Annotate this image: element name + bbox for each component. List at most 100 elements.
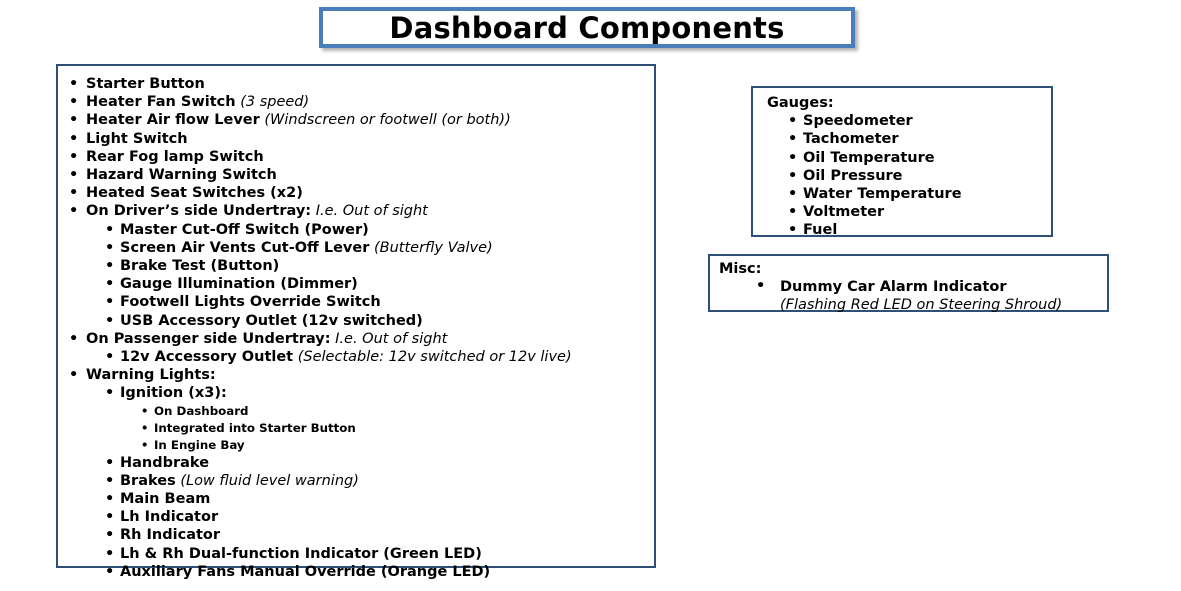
bullet-icon: •	[105, 385, 115, 402]
list-item: • In Engine Bay	[141, 437, 654, 454]
list-item: •12v Accessory Outlet (Selectable: 12v s…	[105, 348, 654, 366]
list-item-label: Brake Test (Button)	[120, 258, 280, 275]
list-item-text: Starter Button	[86, 75, 205, 93]
list-item-label: Oil Temperature	[803, 149, 935, 166]
list-item-text: Ignition (x3):	[120, 384, 227, 402]
list-item-note: (Low fluid level warning)	[175, 472, 359, 489]
list-item: •Rear Fog lamp Switch	[69, 148, 654, 166]
list-item-note: I.e. Out of sight	[311, 203, 428, 220]
list-item: • Lh & Rh Dual-function Indicator (Green …	[105, 545, 654, 563]
list-item-text: Lh Indicator	[120, 508, 218, 526]
bullet-icon: •	[105, 294, 115, 311]
list-item-text: Warning Lights:	[86, 366, 216, 384]
list-item: •Footwell Lights Override Switch	[105, 293, 654, 311]
bullet-icon: •	[105, 221, 115, 238]
bullet-icon: •	[141, 437, 149, 452]
misc-item-label: Dummy Car Alarm Indicator	[780, 279, 1007, 296]
list-item-label: Hazard Warning Switch	[86, 167, 277, 184]
list-item-text: Oil Temperature	[803, 149, 935, 167]
list-item: •Integrated into Starter Button	[141, 420, 654, 437]
list-item-label: USB Accessory Outlet (12v switched)	[120, 312, 423, 329]
list-item-label: Light Switch	[86, 130, 188, 147]
misc-item-note: (Flashing Red LED on Steering Shroud)	[780, 297, 1063, 314]
bullet-icon: •	[105, 239, 115, 256]
bullet-icon: •	[69, 185, 79, 202]
list-item: •Water Temperature	[788, 185, 1051, 203]
list-item: • Voltmeter	[788, 203, 1051, 221]
bullet-icon: •	[105, 527, 115, 544]
bullet-icon: •	[141, 420, 149, 435]
bullet-icon: •	[756, 278, 766, 295]
list-item-text: Main Beam	[120, 490, 210, 508]
list-item: • Heater Air flow Lever (Windscreen or fo…	[69, 111, 654, 129]
bullet-icon: •	[105, 349, 115, 366]
list-item-text: Light Switch	[86, 130, 188, 148]
list-item-label: Warning Lights:	[86, 367, 216, 384]
list-item: • Brake Test (Button)	[105, 257, 654, 275]
bullet-icon: •	[105, 545, 115, 562]
list-item-label: On Passenger side Undertray:	[86, 330, 331, 347]
list-item-note: (Butterfly Valve)	[369, 239, 493, 256]
list-item: • Ignition (x3):	[105, 384, 654, 402]
list-item-label: Voltmeter	[803, 204, 885, 221]
bullet-icon: •	[105, 472, 115, 489]
list-item: • On Passenger side Undertray: I.e. Out o…	[69, 330, 654, 348]
misc-panel: Misc: • Dummy Car Alarm Indicator (Flash…	[708, 254, 1109, 314]
list-item-text: Hazard Warning Switch	[86, 166, 277, 184]
list-item-label: Ignition (x3):	[120, 385, 227, 402]
bullet-icon: •	[788, 204, 798, 221]
list-item: •Oil Pressure	[788, 167, 1051, 185]
list-item-text: Brakes (Low fluid level warning)	[120, 472, 359, 490]
list-item: • Oil Temperature	[788, 149, 1051, 167]
list-item-text: In Engine Bay	[154, 437, 245, 454]
list-item: •Rh Indicator	[105, 526, 654, 544]
list-item: • Brakes (Low fluid level warning)	[105, 472, 654, 490]
list-item: • Hazard Warning Switch	[69, 166, 654, 184]
list-item-text: Lh & Rh Dual-function Indicator (Green L…	[120, 545, 482, 563]
list-item: • Heated Seat Switches (x2)	[69, 184, 654, 202]
list-item-label: Handbrake	[120, 454, 210, 471]
misc-heading: Misc:	[719, 261, 762, 277]
page-title-box: Dashboard Components	[319, 7, 855, 48]
list-item-text: Heater Fan Switch (3 speed)	[86, 93, 309, 111]
bullet-icon: •	[69, 130, 79, 147]
list-item-label: Lh & Rh Dual-function Indicator (Green L…	[120, 545, 482, 562]
bullet-icon: •	[69, 330, 79, 347]
bullet-icon: •	[69, 76, 79, 92]
bullet-icon: •	[105, 491, 115, 508]
list-item-label: On Driver’s side Undertray:	[86, 203, 312, 220]
bullet-icon: •	[105, 454, 115, 471]
list-item-label: Auxiliary Fans Manual Override (Orange L…	[120, 563, 491, 580]
list-item-text: Auxiliary Fans Manual Override (Orange L…	[120, 563, 490, 581]
list-item-text: Heater Air flow Lever (Windscreen or foo…	[86, 111, 511, 129]
list-item-label: On Dashboard	[154, 403, 249, 418]
list-item: •On Driver’s side Undertray: I.e. Out of…	[69, 202, 654, 220]
list-item-text: On Dashboard	[154, 403, 248, 420]
list-item-label: Lh Indicator	[120, 509, 219, 526]
list-item: •Warning Lights:	[69, 366, 654, 384]
bullet-icon: •	[105, 258, 115, 275]
list-item-label: Rear Fog lamp Switch	[86, 148, 264, 165]
list-item: • Starter Button	[69, 75, 654, 93]
bullet-icon: •	[788, 222, 798, 239]
bullet-icon: •	[788, 149, 798, 166]
list-item-text: Brake Test (Button)	[120, 257, 279, 275]
list-item-text: Water Temperature	[803, 185, 962, 203]
list-item: • Screen Air Vents Cut-Off Lever (Butterf…	[105, 239, 654, 257]
list-item-text: Heated Seat Switches (x2)	[86, 184, 303, 202]
list-item-text: USB Accessory Outlet (12v switched)	[120, 312, 423, 330]
bullet-icon: •	[69, 167, 79, 184]
bullet-icon: •	[69, 112, 79, 129]
list-item-text: Screen Air Vents Cut-Off Lever (Butterfl…	[120, 239, 493, 257]
list-item: •Tachometer	[788, 130, 1051, 148]
list-item: • Fuel	[788, 221, 1051, 239]
list-item: •On Dashboard	[141, 403, 654, 420]
list-item-text: Rear Fog lamp Switch	[86, 148, 264, 166]
list-item-label: Speedometer	[803, 113, 913, 130]
dashboard-components-panel: • Starter Button • Heater Fan Switch (3 spe…	[56, 64, 656, 580]
list-item-text: Handbrake	[120, 454, 209, 472]
bullet-icon: •	[788, 113, 798, 130]
list-item-text: On Driver’s side Undertray: I.e. Out of …	[86, 202, 428, 220]
list-item-label: Fuel	[803, 222, 838, 239]
list-item-note: I.e. Out of sight	[330, 330, 448, 347]
